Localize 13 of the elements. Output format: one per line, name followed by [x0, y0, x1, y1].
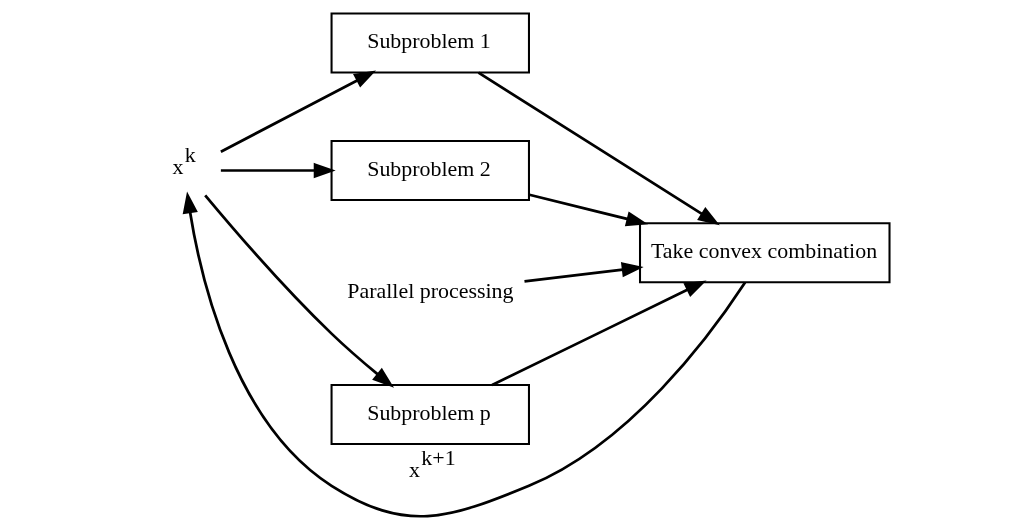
node-box: Take convex combination — [638, 222, 891, 284]
node-text: Parallel processing — [346, 277, 514, 303]
arrow — [219, 70, 376, 153]
arrow — [523, 262, 644, 283]
arrow — [220, 162, 336, 179]
node-box: Subproblem p — [330, 384, 530, 445]
arrow — [491, 280, 706, 387]
node-box: Subproblem 1 — [330, 12, 530, 74]
arrow — [182, 191, 746, 518]
node-box: Subproblem 2 — [330, 140, 530, 201]
arrow — [528, 193, 648, 227]
arrow — [203, 194, 394, 388]
arrow — [477, 71, 720, 226]
